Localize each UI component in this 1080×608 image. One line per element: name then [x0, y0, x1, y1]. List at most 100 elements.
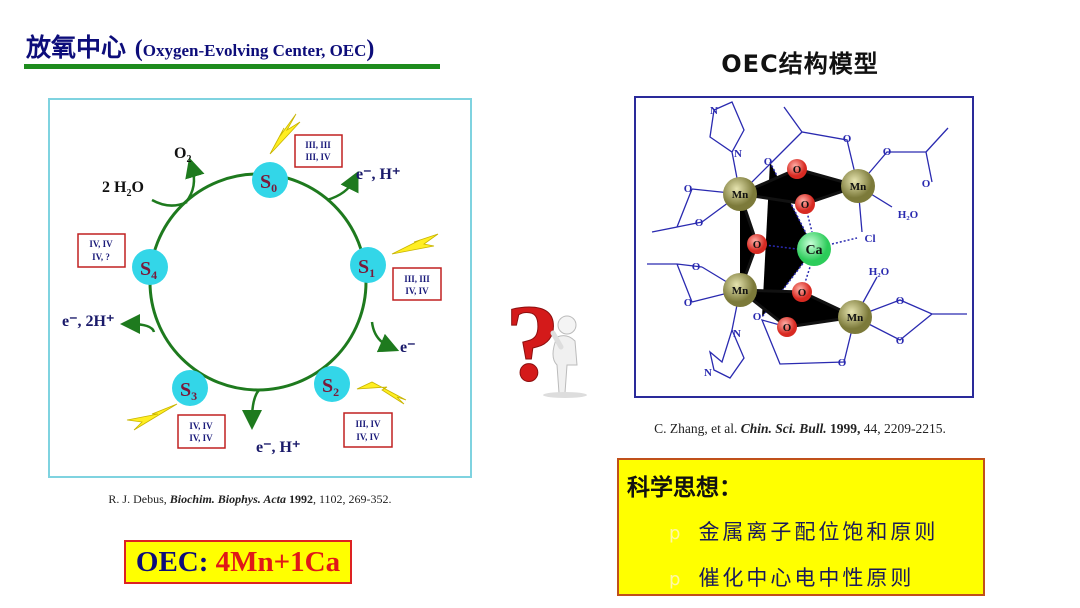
s2-output-label: e⁻, H⁺: [256, 439, 300, 456]
ideas-heading: 科学思想：: [627, 475, 742, 501]
svg-text:O: O: [753, 239, 762, 251]
svg-text:H₂O: H₂O: [869, 266, 890, 278]
svg-text:IV, IV: IV, IV: [189, 421, 213, 431]
citation-journal: Biochim. Biophys. Acta: [169, 492, 286, 506]
mn-atom: Mn: [723, 273, 757, 307]
svg-text:Cl: Cl: [865, 233, 876, 245]
lightning-icon: [126, 403, 178, 431]
svg-text:O: O: [883, 146, 892, 158]
citation-journal: Chin. Sci. Bull.: [740, 421, 827, 436]
oxidation-box-s0: III, III III, IV: [294, 134, 343, 168]
svg-text:III, III: III, III: [404, 274, 430, 284]
svg-text:O: O: [695, 217, 704, 229]
svg-text:IV, IV: IV, IV: [189, 433, 213, 443]
bullet-icon: p: [669, 569, 681, 590]
question-figure-icon: ?: [505, 285, 587, 400]
oxidation-box-s2: III, IV IV, IV: [343, 412, 393, 448]
oxidation-boxes: III, III III, IV III, III IV, IV III, IV IV…: [77, 134, 442, 449]
svg-text:O: O: [801, 199, 810, 211]
citation-authors: C. Zhang, et al.: [654, 421, 741, 436]
arrow-s2-out: [242, 389, 263, 430]
title-chinese: 放氧中心: [26, 33, 127, 62]
svg-text:Ca: Ca: [805, 243, 822, 258]
svg-text:N: N: [704, 367, 712, 379]
svg-text:O: O: [896, 335, 905, 347]
svg-text:IV, IV: IV, IV: [356, 432, 380, 442]
svg-text:N: N: [733, 328, 741, 340]
ligand-labels: Cl H₂O H₂O N N N N O O O O O O O O O O O…: [684, 105, 931, 379]
svg-text:H₂O: H₂O: [898, 209, 919, 221]
paren-open: (: [134, 36, 143, 62]
svg-text:O: O: [783, 322, 792, 334]
svg-text:III, IV: III, IV: [355, 419, 381, 429]
svg-text:O: O: [793, 164, 802, 176]
svg-text:O: O: [843, 133, 852, 145]
svg-text:O: O: [684, 183, 693, 195]
oxidation-box-s4: IV, IV IV, ?: [77, 233, 126, 268]
arrow-s4-out: [120, 314, 156, 335]
oxidation-box-s1: III, III IV, IV: [392, 267, 442, 301]
citation-volume-pages: 44, 2209-2215.: [860, 421, 946, 436]
svg-text:O: O: [922, 178, 931, 190]
structure-model-title: OEC结构模型: [721, 50, 879, 78]
svg-text:Mn: Mn: [850, 181, 867, 193]
citation-authors: R. J. Debus,: [108, 492, 170, 506]
state-s2: S2: [314, 366, 350, 402]
paren-close: ): [366, 36, 375, 62]
svg-text:O: O: [753, 311, 762, 323]
svg-text:O: O: [684, 297, 693, 309]
svg-text:Mn: Mn: [847, 312, 864, 324]
s1-output-label: e⁻: [400, 339, 416, 356]
arrow-s1-out: [370, 321, 400, 353]
lightning-icon: [356, 381, 407, 405]
oxo-atom: O: [795, 194, 815, 214]
lightning-icons: [126, 113, 439, 431]
svg-text:Mn: Mn: [732, 189, 749, 201]
svg-text:N: N: [734, 148, 742, 160]
water-label: 2 H2O: [102, 179, 144, 199]
state-s3: S3: [172, 370, 208, 406]
svg-text:?: ?: [505, 285, 560, 400]
svg-text:IV, ?: IV, ?: [92, 252, 110, 262]
state-s0: S0: [252, 162, 288, 198]
cycle-ring: [148, 172, 368, 392]
title-english: Oxygen-Evolving Center, OEC: [142, 41, 367, 60]
citation-year: 1992: [286, 492, 313, 506]
state-s4: S4: [132, 249, 168, 285]
svg-text:S4: S4: [140, 258, 157, 282]
idea-text: 催化中心电中性原则: [698, 566, 915, 590]
svg-text:III, IV: III, IV: [305, 152, 331, 162]
svg-text:O: O: [764, 156, 773, 168]
citation-year: 1999,: [826, 421, 861, 436]
svg-text:IV, IV: IV, IV: [89, 239, 113, 249]
oec-formula-box: OEC: 4Mn+1Ca: [124, 540, 352, 584]
svg-text:O: O: [838, 357, 847, 369]
citation-zhang: C. Zhang, et al. Chin. Sci. Bull. 1999, …: [620, 421, 980, 437]
citation-debus: R. J. Debus, Biochim. Biophys. Acta 1992…: [40, 492, 460, 507]
ligand-bonds: [647, 101, 967, 379]
slide-title: 放氧中心 (Oxygen-Evolving Center, OEC): [26, 28, 374, 64]
mn-atom: Mn: [841, 169, 875, 203]
oec-label: OEC:: [135, 546, 209, 578]
svg-text:O: O: [896, 295, 905, 307]
oec-composition: 4Mn+1Ca: [215, 546, 341, 578]
idea-item: p 催化中心电中性原则: [669, 562, 914, 592]
title-underline: [24, 64, 440, 69]
svg-text:III, III: III, III: [305, 140, 331, 150]
lightning-icon: [269, 113, 301, 155]
lightning-icon: [391, 233, 439, 255]
mn-atom: Mn: [723, 177, 757, 211]
ca-atom: Ca: [797, 232, 831, 266]
o2-label: O2: [174, 145, 191, 165]
oxo-atom: O: [747, 234, 767, 254]
svg-text:N: N: [710, 105, 718, 117]
arrow-s0-out: [326, 171, 359, 202]
oxo-atom: O: [777, 317, 797, 337]
svg-text:Mn: Mn: [732, 285, 749, 297]
svg-text:IV, IV: IV, IV: [405, 286, 429, 296]
arrow-o2-out: [185, 157, 205, 203]
s0-output-label: e⁻, H⁺: [356, 166, 400, 183]
svg-text:S0: S0: [260, 171, 277, 195]
